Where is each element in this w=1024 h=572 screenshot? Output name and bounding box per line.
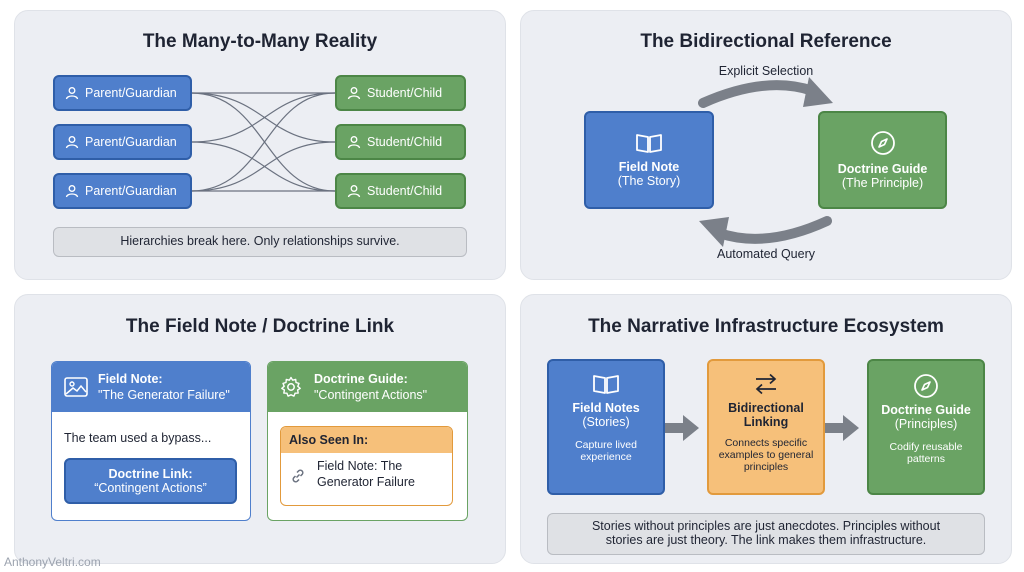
- field-note-card: Field Note: "The Generator Failure" The …: [51, 361, 251, 521]
- compass-icon: [914, 374, 938, 398]
- automated-query-label: Automated Query: [717, 247, 815, 261]
- node-subtitle: (Principles): [894, 417, 958, 431]
- doctrine-link-button[interactable]: Doctrine Link: “Contingent Actions”: [64, 458, 237, 504]
- node-desc: examples to general: [718, 449, 814, 461]
- doctrine-guide-card: Doctrine Guide: "Contingent Actions" Als…: [267, 361, 468, 521]
- node-subtitle: (Stories): [582, 415, 630, 429]
- person-icon: [65, 87, 79, 100]
- node-desc: Codify reusable: [889, 441, 963, 453]
- book-icon: [593, 375, 619, 394]
- card-subtitle: "The Generator Failure": [98, 388, 230, 402]
- many-to-many-panel: The Many-to-Many Reality Parent/Guardian…: [14, 10, 506, 280]
- node-desc: experience: [580, 451, 632, 463]
- student-child-node: Student/Child: [335, 75, 466, 111]
- node-title: Field Note: [618, 160, 680, 174]
- bidirectional-linking-node: Bidirectional Linking Connects specific …: [707, 359, 825, 495]
- panel-caption: Hierarchies break here. Only relationshi…: [53, 227, 467, 257]
- narrative-ecosystem-panel: The Narrative Infrastructure Ecosystem F…: [520, 294, 1012, 564]
- parent-guardian-node: Parent/Guardian: [53, 173, 192, 209]
- gear-icon: [281, 376, 301, 397]
- also-seen-header: Also Seen In:: [281, 427, 452, 453]
- field-note-node: Field Note (The Story): [584, 111, 714, 209]
- link-icon: [292, 469, 304, 483]
- card-subtitle: "Contingent Actions": [314, 388, 428, 402]
- card-body-text: The team used a bypass...: [64, 431, 212, 445]
- flow-arrows: [665, 415, 859, 441]
- card-title: Doctrine Guide:: [314, 372, 408, 386]
- person-icon: [65, 136, 79, 149]
- field-note-doctrine-link-panel: The Field Note / Doctrine Link Field Not…: [14, 294, 506, 564]
- node-label: Student/Child: [367, 135, 443, 149]
- field-notes-node: Field Notes (Stories) Capture lived expe…: [547, 359, 665, 495]
- also-seen-in-box: Also Seen In: Field Note: The Generator …: [280, 426, 453, 506]
- doctrine-guide-node: Doctrine Guide (Principles) Codify reusa…: [867, 359, 985, 495]
- doctrine-guide-node: Doctrine Guide (The Principle): [818, 111, 947, 209]
- compass-icon: [870, 131, 895, 155]
- caption-line: stories are just theory. The link makes …: [605, 533, 927, 547]
- bidirectional-reference-panel: The Bidirectional Reference Explicit Sel…: [520, 10, 1012, 280]
- image-icon: [64, 377, 88, 397]
- explicit-selection-label: Explicit Selection: [718, 64, 814, 78]
- node-label: Student/Child: [367, 86, 443, 100]
- node-desc: Connects specific: [724, 437, 808, 449]
- node-title: Linking: [743, 415, 789, 429]
- node-title: Doctrine Guide: [881, 403, 971, 417]
- panel-title: The Bidirectional Reference: [640, 31, 892, 52]
- parent-guardian-node: Parent/Guardian: [53, 75, 192, 111]
- panel-title: The Field Note / Doctrine Link: [125, 316, 395, 337]
- person-icon: [347, 136, 361, 149]
- node-subtitle: (The Story): [617, 174, 681, 188]
- node-desc: Capture lived: [575, 439, 637, 451]
- link-title: Doctrine Link:: [108, 467, 193, 481]
- parent-guardian-node: Parent/Guardian: [53, 124, 192, 160]
- node-label: Parent/Guardian: [85, 135, 177, 149]
- panel-title: The Narrative Infrastructure Ecosystem: [588, 316, 944, 337]
- node-title: Field Notes: [572, 401, 640, 415]
- node-title: Doctrine Guide: [837, 162, 928, 176]
- panel-title: The Many-to-Many Reality: [142, 31, 378, 52]
- link-subtitle: “Contingent Actions”: [94, 481, 207, 495]
- person-icon: [347, 185, 361, 198]
- connection-lines: [190, 92, 336, 192]
- swap-arrows-icon: [755, 373, 777, 395]
- person-icon: [65, 185, 79, 198]
- book-icon: [636, 134, 662, 153]
- student-child-node: Student/Child: [335, 124, 466, 160]
- node-desc: patterns: [907, 453, 945, 465]
- node-desc: principles: [743, 461, 789, 473]
- node-label: Parent/Guardian: [85, 184, 177, 198]
- watermark: AnthonyVeltri.com: [4, 555, 101, 569]
- seen-link-line2[interactable]: Generator Failure: [317, 475, 415, 489]
- node-label: Parent/Guardian: [85, 86, 177, 100]
- student-child-node: Student/Child: [335, 173, 466, 209]
- node-subtitle: (The Principle): [841, 176, 924, 190]
- person-icon: [347, 87, 361, 100]
- card-header: Doctrine Guide: "Contingent Actions": [268, 362, 467, 412]
- card-title: Field Note:: [98, 372, 163, 386]
- cycle-arrows: [698, 77, 833, 247]
- node-title: Bidirectional: [728, 401, 804, 415]
- seen-link-line1[interactable]: Field Note: The: [317, 459, 403, 473]
- node-label: Student/Child: [367, 184, 443, 198]
- panel-caption: Stories without principles are just anec…: [547, 513, 985, 555]
- caption-line: Stories without principles are just anec…: [591, 519, 941, 533]
- card-header: Field Note: "The Generator Failure": [52, 362, 250, 412]
